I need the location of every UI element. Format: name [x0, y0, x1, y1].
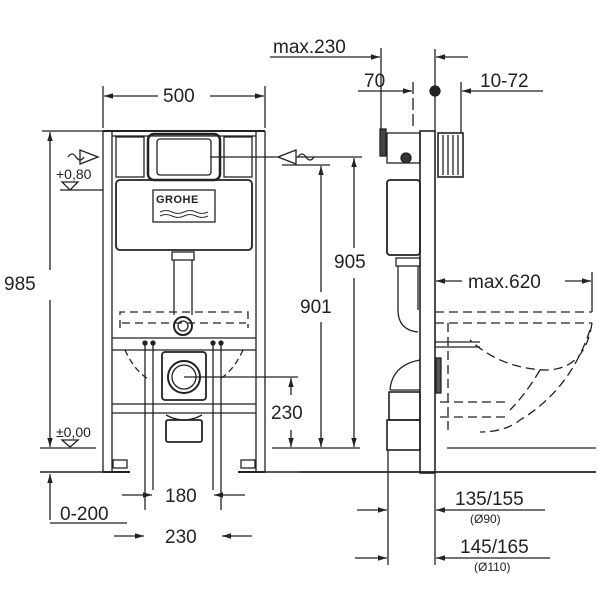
- dim-floor-level: ±0,00: [56, 424, 91, 440]
- dim-bolt-inner: 180: [165, 486, 197, 507]
- dim-bowl-projection-label: max.620: [468, 272, 541, 293]
- dim-water-offset: +0,80: [56, 166, 92, 182]
- dim-drain-110: 145/165: [460, 537, 529, 558]
- dim-inlet-905: 905: [334, 252, 366, 273]
- dim-drain-110-dia: (Ø110): [474, 560, 511, 574]
- grohe-logo-text: GROHE: [156, 194, 199, 206]
- dim-bolt-outer: 230: [165, 527, 197, 548]
- dim-frame-height: 985: [4, 274, 36, 295]
- dim-frame-width: 500: [163, 86, 195, 107]
- grohe-logo-icon: [159, 210, 209, 218]
- dim-wall-thickness: 10-72: [480, 71, 529, 92]
- dim-drain-height: 230: [271, 403, 303, 424]
- front-frame: [102, 130, 266, 510]
- dim-cistern-offset: 70: [364, 71, 386, 92]
- dim-drain-90: 135/155: [455, 489, 524, 510]
- dim-drain-90-dia: (Ø90): [470, 512, 501, 526]
- side-frame: [300, 128, 596, 565]
- front-dimensions: [40, 86, 362, 539]
- dim-floor-adjust: 0-200: [60, 504, 109, 525]
- side-dimensions: [270, 48, 593, 561]
- dim-inlet-901: 901: [300, 297, 332, 318]
- dim-max-depth: max.230: [273, 37, 346, 58]
